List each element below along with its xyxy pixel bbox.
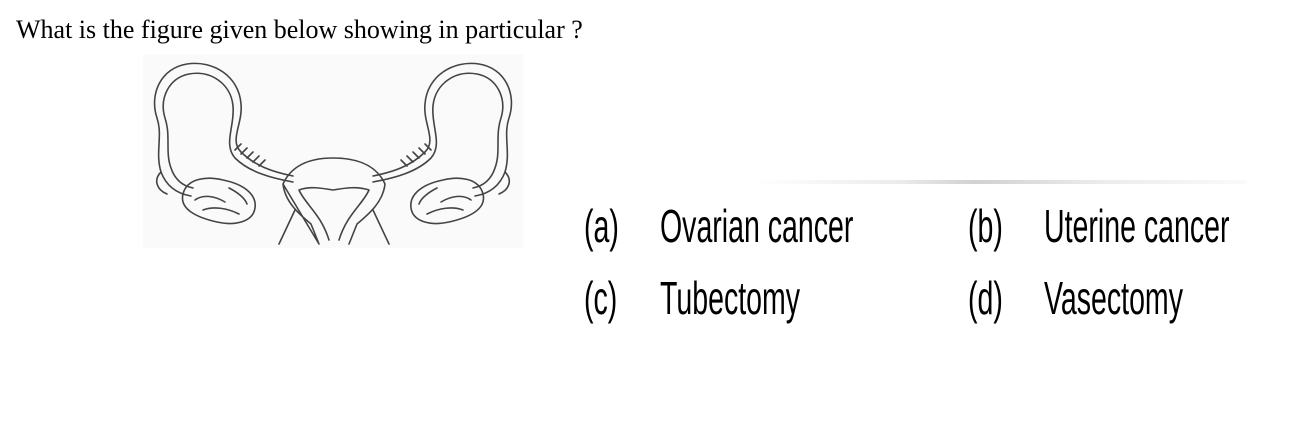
answer-options: (a) Ovarian cancer (b) Uterine cancer (c… (584, 196, 1284, 346)
right-ovary (410, 177, 485, 225)
option-c-text: Tubectomy (660, 272, 801, 324)
right-tube-ligation (400, 143, 432, 167)
scan-artifact-line (752, 180, 1247, 184)
left-tube-ligation (234, 143, 266, 167)
option-a-text: Ovarian cancer (660, 200, 854, 252)
female-reproductive-system-figure (143, 54, 523, 248)
option-a-letter: (a) (584, 200, 619, 252)
option-c-letter: (c) (584, 272, 618, 324)
question-text: What is the figure given below showing i… (16, 15, 583, 44)
option-d-letter: (d) (968, 272, 1003, 324)
option-d-text: Vasectomy (1044, 272, 1183, 324)
option-b-text: Uterine cancer (1044, 200, 1230, 252)
left-ovary (181, 177, 256, 225)
option-b-letter: (b) (968, 200, 1003, 252)
